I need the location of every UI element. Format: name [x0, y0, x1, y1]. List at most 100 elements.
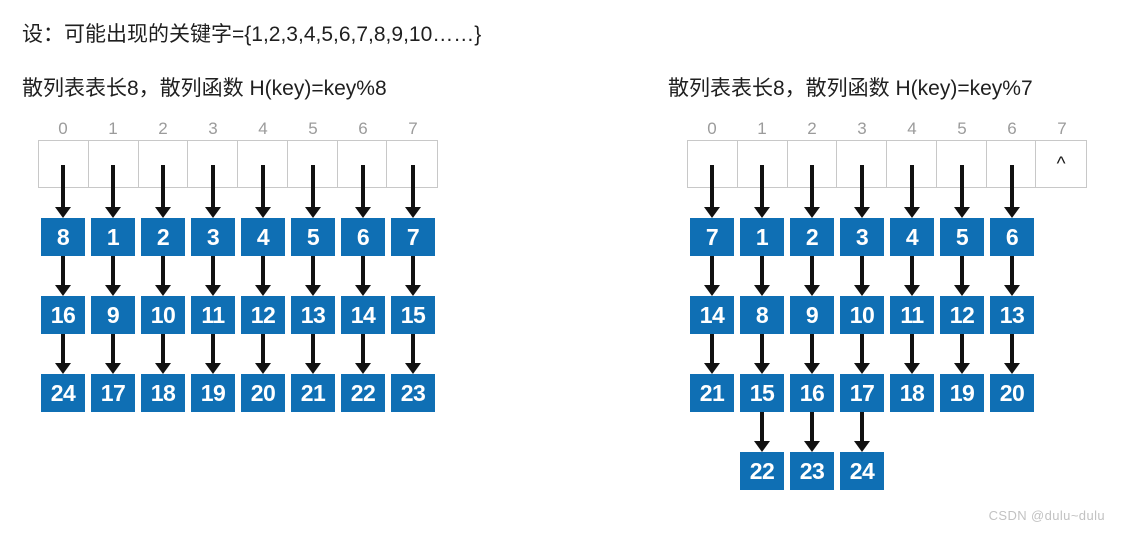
bucket-cell[interactable]: [139, 141, 189, 187]
arrow-shaft: [760, 165, 764, 208]
arrow-head: [255, 207, 271, 218]
chain-arrow-icon: [405, 334, 421, 374]
chain-arrow-icon: [954, 256, 970, 296]
bucket-cell[interactable]: [937, 141, 987, 187]
arrow-shaft: [111, 165, 115, 208]
chain-arrow-icon: [704, 334, 720, 374]
chain-node[interactable]: 2: [141, 218, 185, 256]
chain-node[interactable]: 16: [41, 296, 85, 334]
arrow-shaft: [361, 165, 365, 208]
chain-arrow-icon: [355, 165, 371, 218]
chain-node[interactable]: 23: [790, 452, 834, 490]
chain-arrow-icon: [55, 256, 71, 296]
chain-arrow-icon: [205, 334, 221, 374]
chain-arrow-icon: [105, 256, 121, 296]
bucket-index-label: 4: [258, 119, 268, 138]
chain-node[interactable]: 12: [241, 296, 285, 334]
chain-node[interactable]: 6: [990, 218, 1034, 256]
chain-node[interactable]: 9: [790, 296, 834, 334]
chain-node[interactable]: 23: [391, 374, 435, 412]
chain-node[interactable]: 10: [840, 296, 884, 334]
bucket-cell[interactable]: [987, 141, 1037, 187]
bucket-index-label: 2: [158, 119, 168, 138]
chain-node[interactable]: 13: [291, 296, 335, 334]
bucket-index-label: 6: [1007, 119, 1017, 138]
arrow-head: [1004, 363, 1020, 374]
bucket-cell[interactable]: [738, 141, 788, 187]
chain-arrow-icon: [155, 334, 171, 374]
arrow-head: [55, 285, 71, 296]
arrow-shaft: [61, 165, 65, 208]
chain-node[interactable]: 5: [940, 218, 984, 256]
bucket-cell[interactable]: [238, 141, 288, 187]
chain-node[interactable]: 3: [191, 218, 235, 256]
chain-node[interactable]: 14: [341, 296, 385, 334]
bucket-cell[interactable]: ^: [1036, 141, 1086, 187]
chain-arrow-icon: [754, 165, 770, 218]
chain-node[interactable]: 15: [391, 296, 435, 334]
chain-node[interactable]: 22: [341, 374, 385, 412]
chain-node[interactable]: 21: [690, 374, 734, 412]
chain-node[interactable]: 1: [91, 218, 135, 256]
chain-node[interactable]: 6: [341, 218, 385, 256]
chain-node[interactable]: 18: [890, 374, 934, 412]
arrow-shaft: [61, 256, 65, 286]
chain-node[interactable]: 14: [690, 296, 734, 334]
chain-node[interactable]: 4: [890, 218, 934, 256]
bucket-cell[interactable]: [688, 141, 738, 187]
chain-node[interactable]: 21: [291, 374, 335, 412]
chain-node[interactable]: 4: [241, 218, 285, 256]
chain-arrow-icon: [55, 165, 71, 218]
chain-node[interactable]: 7: [391, 218, 435, 256]
arrow-head: [255, 285, 271, 296]
bucket-cell[interactable]: [39, 141, 89, 187]
chain-node[interactable]: 13: [990, 296, 1034, 334]
bucket-cell[interactable]: [788, 141, 838, 187]
arrow-shaft: [211, 165, 215, 208]
chain-node[interactable]: 19: [940, 374, 984, 412]
bucket-array: ^: [687, 140, 1087, 188]
chain-node[interactable]: 22: [740, 452, 784, 490]
chain-node[interactable]: 17: [91, 374, 135, 412]
chain-node[interactable]: 18: [141, 374, 185, 412]
arrow-head: [904, 207, 920, 218]
chain-arrow-icon: [904, 256, 920, 296]
chain-node[interactable]: 24: [840, 452, 884, 490]
chain-node[interactable]: 5: [291, 218, 335, 256]
bucket-cell[interactable]: [887, 141, 937, 187]
chain-node[interactable]: 20: [990, 374, 1034, 412]
chain-arrow-icon: [854, 256, 870, 296]
chain-node[interactable]: 7: [690, 218, 734, 256]
chain-node[interactable]: 17: [840, 374, 884, 412]
arrow-head: [1004, 285, 1020, 296]
chain-node[interactable]: 11: [890, 296, 934, 334]
bucket-cell[interactable]: [288, 141, 338, 187]
chain-node[interactable]: 3: [840, 218, 884, 256]
chain-node[interactable]: 1: [740, 218, 784, 256]
arrow-head: [1004, 207, 1020, 218]
bucket-cell[interactable]: [338, 141, 388, 187]
chain-node[interactable]: 15: [740, 374, 784, 412]
panel-title-left: 散列表表长8，散列函数 H(key)=key%8: [22, 77, 387, 100]
chain-arrow-icon: [954, 334, 970, 374]
chain-arrow-icon: [854, 334, 870, 374]
chain-node[interactable]: 8: [740, 296, 784, 334]
chain-node[interactable]: 24: [41, 374, 85, 412]
chain-node[interactable]: 20: [241, 374, 285, 412]
chain-node[interactable]: 11: [191, 296, 235, 334]
chain-node[interactable]: 2: [790, 218, 834, 256]
bucket-cell[interactable]: [837, 141, 887, 187]
bucket-cell[interactable]: [188, 141, 238, 187]
watermark: CSDN @dulu~dulu: [988, 508, 1105, 523]
chain-node[interactable]: 16: [790, 374, 834, 412]
chain-arrow-icon: [854, 165, 870, 218]
chain-node[interactable]: 8: [41, 218, 85, 256]
arrow-head: [155, 285, 171, 296]
arrow-head: [754, 207, 770, 218]
arrow-shaft: [810, 165, 814, 208]
bucket-cell[interactable]: [89, 141, 139, 187]
chain-node[interactable]: 12: [940, 296, 984, 334]
chain-node[interactable]: 19: [191, 374, 235, 412]
chain-node[interactable]: 9: [91, 296, 135, 334]
chain-node[interactable]: 10: [141, 296, 185, 334]
